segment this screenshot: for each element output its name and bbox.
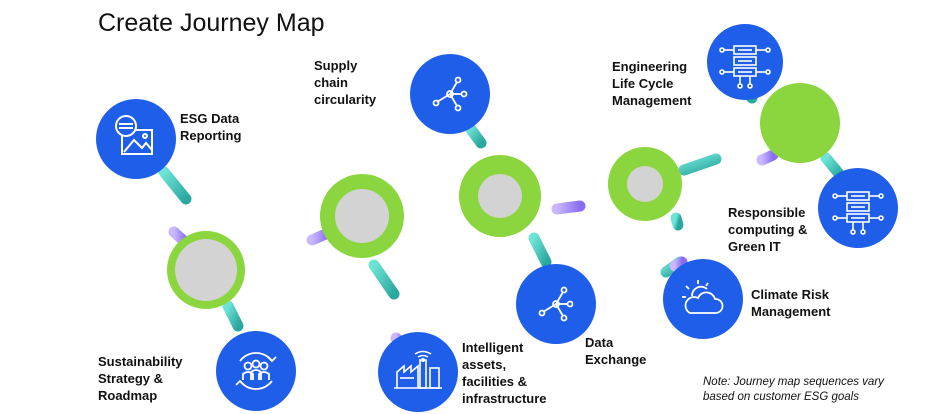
connector-teal xyxy=(670,212,684,231)
ring-node xyxy=(167,231,245,309)
connector-teal xyxy=(464,122,487,149)
page-title: Create Journey Map xyxy=(98,9,325,37)
network-node-icon xyxy=(538,286,574,322)
label-supply-chain: Supply chain circularity xyxy=(314,58,377,107)
ring-node xyxy=(608,147,682,221)
responsible-computing-station xyxy=(818,168,898,248)
chart-report-icon xyxy=(115,115,153,155)
factory-icon xyxy=(394,350,442,389)
server-rack-icon xyxy=(832,191,884,235)
connector-teal xyxy=(528,232,552,268)
label-engineering-lifecycle: Engineering Life Cycle Management xyxy=(612,59,692,108)
connector-purple xyxy=(551,200,586,215)
climate-risk-station xyxy=(663,259,743,339)
label-intelligent-assets: Intelligent assets, facilities & infrast… xyxy=(462,340,547,406)
data-exchange-station xyxy=(516,264,596,344)
label-sustainability-strategy: Sustainability Strategy & Roadmap xyxy=(98,354,183,403)
footnote: Note: Journey map sequences vary based o… xyxy=(703,376,884,403)
sustainability-strategy-station xyxy=(216,331,296,411)
connector-teal xyxy=(820,152,846,181)
esg-data-reporting-station xyxy=(96,99,176,179)
supply-chain-station xyxy=(410,54,490,134)
connector-purple xyxy=(669,256,688,272)
connector-teal xyxy=(222,300,244,332)
label-esg-data-reporting: ESG Data Reporting xyxy=(180,111,242,143)
intelligent-assets-station xyxy=(378,332,458,412)
label-responsible-computing: Responsible computing & Green IT xyxy=(728,205,808,254)
label-climate-risk: Climate Risk Management xyxy=(751,287,831,319)
connector-purple xyxy=(756,149,779,166)
ring-node xyxy=(320,174,404,258)
engineering-lifecycle-station xyxy=(707,24,783,100)
network-node-icon xyxy=(432,76,468,112)
ring-node-large xyxy=(760,83,840,163)
connector-teal xyxy=(368,259,400,300)
connector-teal xyxy=(158,166,192,205)
weather-cloud-sun-icon xyxy=(682,280,724,314)
connector-teal xyxy=(678,153,722,176)
people-cycle-icon xyxy=(235,352,277,390)
ring-node xyxy=(459,155,541,237)
server-rack-icon xyxy=(719,45,771,89)
label-data-exchange: Data Exchange xyxy=(585,335,647,367)
